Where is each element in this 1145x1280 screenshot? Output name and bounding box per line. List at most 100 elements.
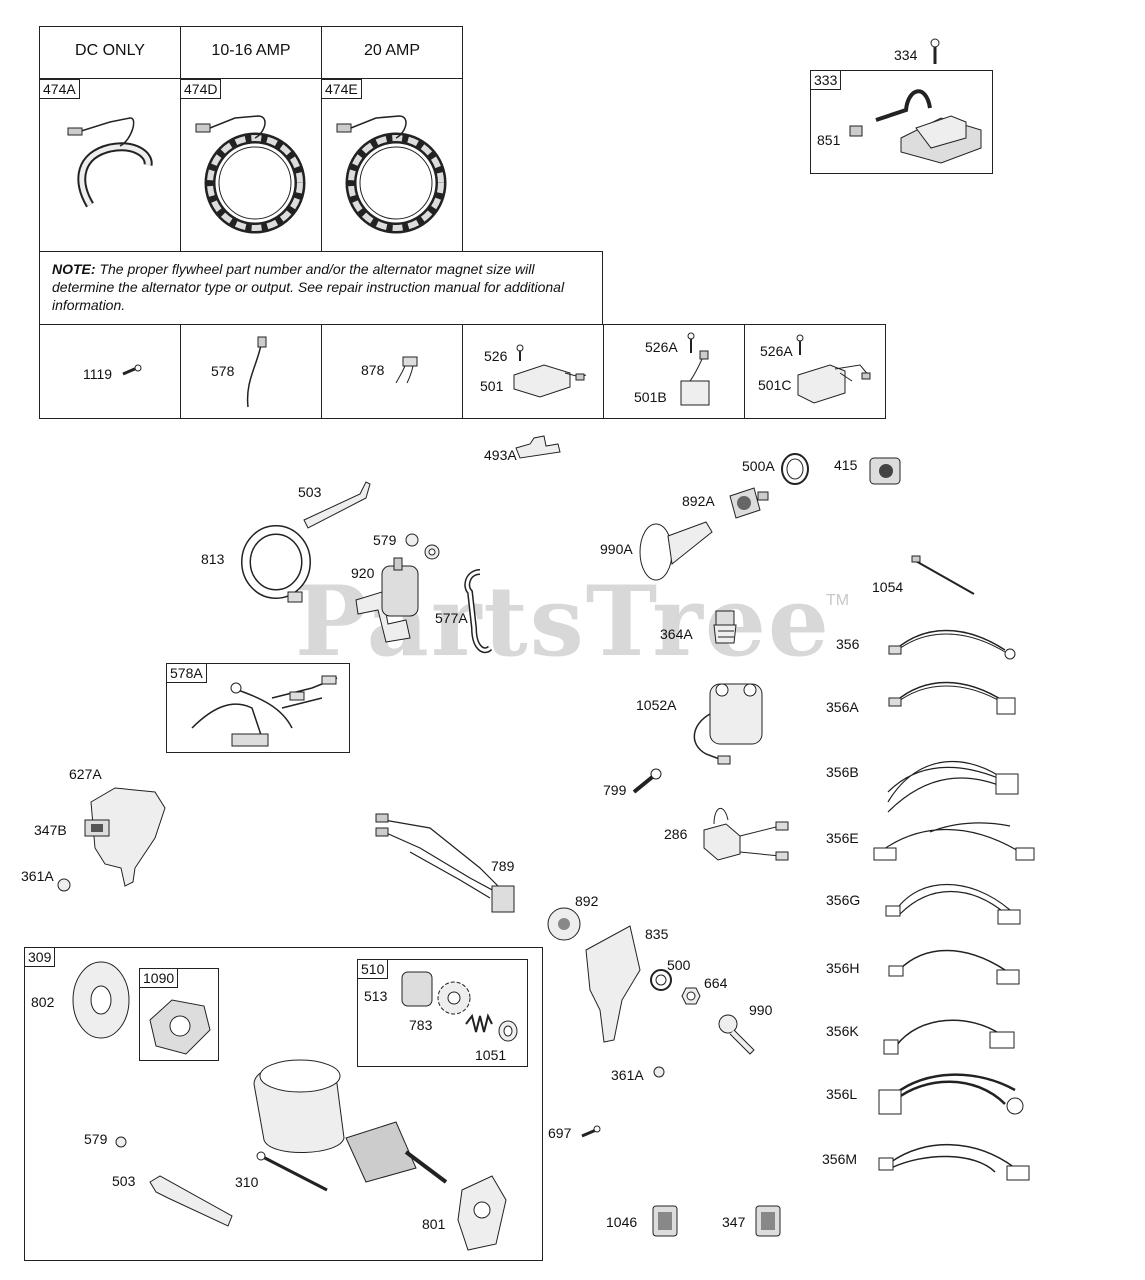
bolt-334-icon[interactable] <box>928 38 942 66</box>
wire-356A-icon[interactable] <box>885 672 1025 722</box>
harness-789-icon[interactable] <box>370 808 540 918</box>
wire-578-icon[interactable] <box>240 335 280 410</box>
part-label-627A[interactable]: 627A <box>69 766 102 782</box>
part-label-802[interactable]: 802 <box>31 994 55 1010</box>
bracket-503-b-icon[interactable] <box>146 1172 236 1232</box>
part-label-578[interactable]: 578 <box>211 363 235 379</box>
part-label-503-a[interactable]: 503 <box>298 484 322 500</box>
switch-892A-icon[interactable] <box>724 480 774 525</box>
ignition-coil-333-icon[interactable] <box>846 78 986 168</box>
switch-1046-icon[interactable] <box>647 1200 683 1242</box>
part-label-851[interactable]: 851 <box>817 132 841 148</box>
wire-356H-icon[interactable] <box>885 940 1025 995</box>
regulator-501B-icon[interactable] <box>676 332 726 413</box>
connector-878-icon[interactable] <box>393 355 429 385</box>
armature-icon[interactable] <box>336 1108 456 1198</box>
bolt-799-icon[interactable] <box>630 768 664 796</box>
part-label-356K[interactable]: 356K <box>826 1023 859 1039</box>
screw-697-icon[interactable] <box>578 1122 602 1142</box>
solenoid-1052A-icon[interactable] <box>682 674 782 774</box>
part-label-356A[interactable]: 356A <box>826 699 859 715</box>
part-label-526[interactable]: 526 <box>484 348 508 364</box>
part-label-697[interactable]: 697 <box>548 1125 572 1141</box>
part-label-526A-b[interactable]: 526A <box>645 339 678 355</box>
plate-802-icon[interactable] <box>66 955 136 1045</box>
part-label-501[interactable]: 501 <box>480 378 504 394</box>
wire-356-icon[interactable] <box>885 620 1025 670</box>
bracket-503-icon[interactable] <box>300 474 380 534</box>
part-label-310[interactable]: 310 <box>235 1174 259 1190</box>
switch-347-icon[interactable] <box>750 1200 786 1242</box>
nut-579-icon[interactable] <box>113 1134 129 1150</box>
part-label-356M[interactable]: 356M <box>822 1151 858 1167</box>
part-label-500[interactable]: 500 <box>667 957 691 973</box>
part-label-1054[interactable]: 1054 <box>872 579 904 595</box>
keyswitch-892-icon[interactable] <box>540 900 590 950</box>
brush-holder-1090-icon[interactable] <box>142 990 217 1060</box>
part-label-286[interactable]: 286 <box>664 826 688 842</box>
part-label-347B[interactable]: 347B <box>34 822 67 838</box>
part-tag-474A[interactable]: 474A <box>39 79 80 99</box>
wire-356L-icon[interactable] <box>875 1064 1035 1124</box>
cover-577A-icon[interactable] <box>458 568 503 663</box>
wire-356E-icon[interactable] <box>870 812 1040 872</box>
screw-361A-b-icon[interactable] <box>650 1063 668 1081</box>
part-label-501B[interactable]: 501B <box>634 389 667 405</box>
part-label-356E[interactable]: 356E <box>826 830 859 846</box>
sensor-364A-icon[interactable] <box>706 607 746 652</box>
endcap-801-icon[interactable] <box>452 1170 512 1255</box>
bracket-627A-icon[interactable] <box>85 778 175 888</box>
regulator-501C-icon[interactable] <box>790 334 875 410</box>
wire-356G-icon[interactable] <box>880 870 1030 930</box>
part-tag-474E[interactable]: 474E <box>321 79 362 99</box>
part-label-920[interactable]: 920 <box>351 565 375 581</box>
part-label-1051[interactable]: 1051 <box>475 1047 507 1063</box>
part-tag-578A[interactable]: 578A <box>166 663 207 683</box>
part-label-789[interactable]: 789 <box>491 858 515 874</box>
part-label-347[interactable]: 347 <box>722 1214 746 1230</box>
part-label-415[interactable]: 415 <box>834 457 858 473</box>
part-label-579-a[interactable]: 579 <box>373 532 397 548</box>
part-label-1119[interactable]: 1119 <box>83 366 113 382</box>
part-tag-474D[interactable]: 474D <box>180 79 222 99</box>
part-label-500A[interactable]: 500A <box>742 458 775 474</box>
part-label-356L[interactable]: 356L <box>826 1086 858 1102</box>
part-label-990A[interactable]: 990A <box>600 541 633 557</box>
key-990A-icon[interactable] <box>636 514 726 584</box>
part-label-501C[interactable]: 501C <box>758 377 792 393</box>
spring-783-icon[interactable] <box>462 1010 502 1040</box>
part-tag-309[interactable]: 309 <box>24 947 56 967</box>
part-tag-1090[interactable]: 1090 <box>139 968 179 988</box>
part-label-990[interactable]: 990 <box>749 1002 773 1018</box>
wire-356M-icon[interactable] <box>875 1132 1035 1192</box>
part-label-361A-b[interactable]: 361A <box>611 1067 644 1083</box>
part-label-356[interactable]: 356 <box>836 636 860 652</box>
part-label-356H[interactable]: 356H <box>826 960 860 976</box>
clamp-813-icon[interactable] <box>236 522 316 612</box>
screw-361A-icon[interactable] <box>54 875 74 895</box>
part-label-493A[interactable]: 493A <box>484 447 517 463</box>
nut-664-icon[interactable] <box>678 984 704 1008</box>
part-label-892A[interactable]: 892A <box>682 493 715 509</box>
part-label-799[interactable]: 799 <box>603 782 627 798</box>
switch-415-icon[interactable] <box>866 452 906 488</box>
part-label-577A[interactable]: 577A <box>435 610 468 626</box>
part-label-783[interactable]: 783 <box>409 1017 433 1033</box>
part-label-503-b[interactable]: 503 <box>112 1173 136 1189</box>
key-990-icon[interactable] <box>714 1010 764 1060</box>
retainer-1051-icon[interactable] <box>494 1018 524 1044</box>
bracket-835-icon[interactable] <box>580 920 650 1050</box>
part-label-1052A[interactable]: 1052A <box>636 697 677 713</box>
part-label-361A-a[interactable]: 361A <box>21 868 54 884</box>
part-label-579-b[interactable]: 579 <box>84 1131 108 1147</box>
housing-309-icon[interactable] <box>240 1050 360 1160</box>
bolt-310-icon[interactable] <box>255 1148 335 1198</box>
drive-513-icon[interactable] <box>398 964 498 1034</box>
part-label-356B[interactable]: 356B <box>826 764 859 780</box>
wire-356B-icon[interactable] <box>878 742 1028 832</box>
part-label-892[interactable]: 892 <box>575 893 599 909</box>
module-286-icon[interactable] <box>700 796 800 876</box>
alternator-dc-icon[interactable] <box>60 110 160 220</box>
regulator-501-icon[interactable] <box>510 344 590 400</box>
part-label-334[interactable]: 334 <box>894 47 918 63</box>
